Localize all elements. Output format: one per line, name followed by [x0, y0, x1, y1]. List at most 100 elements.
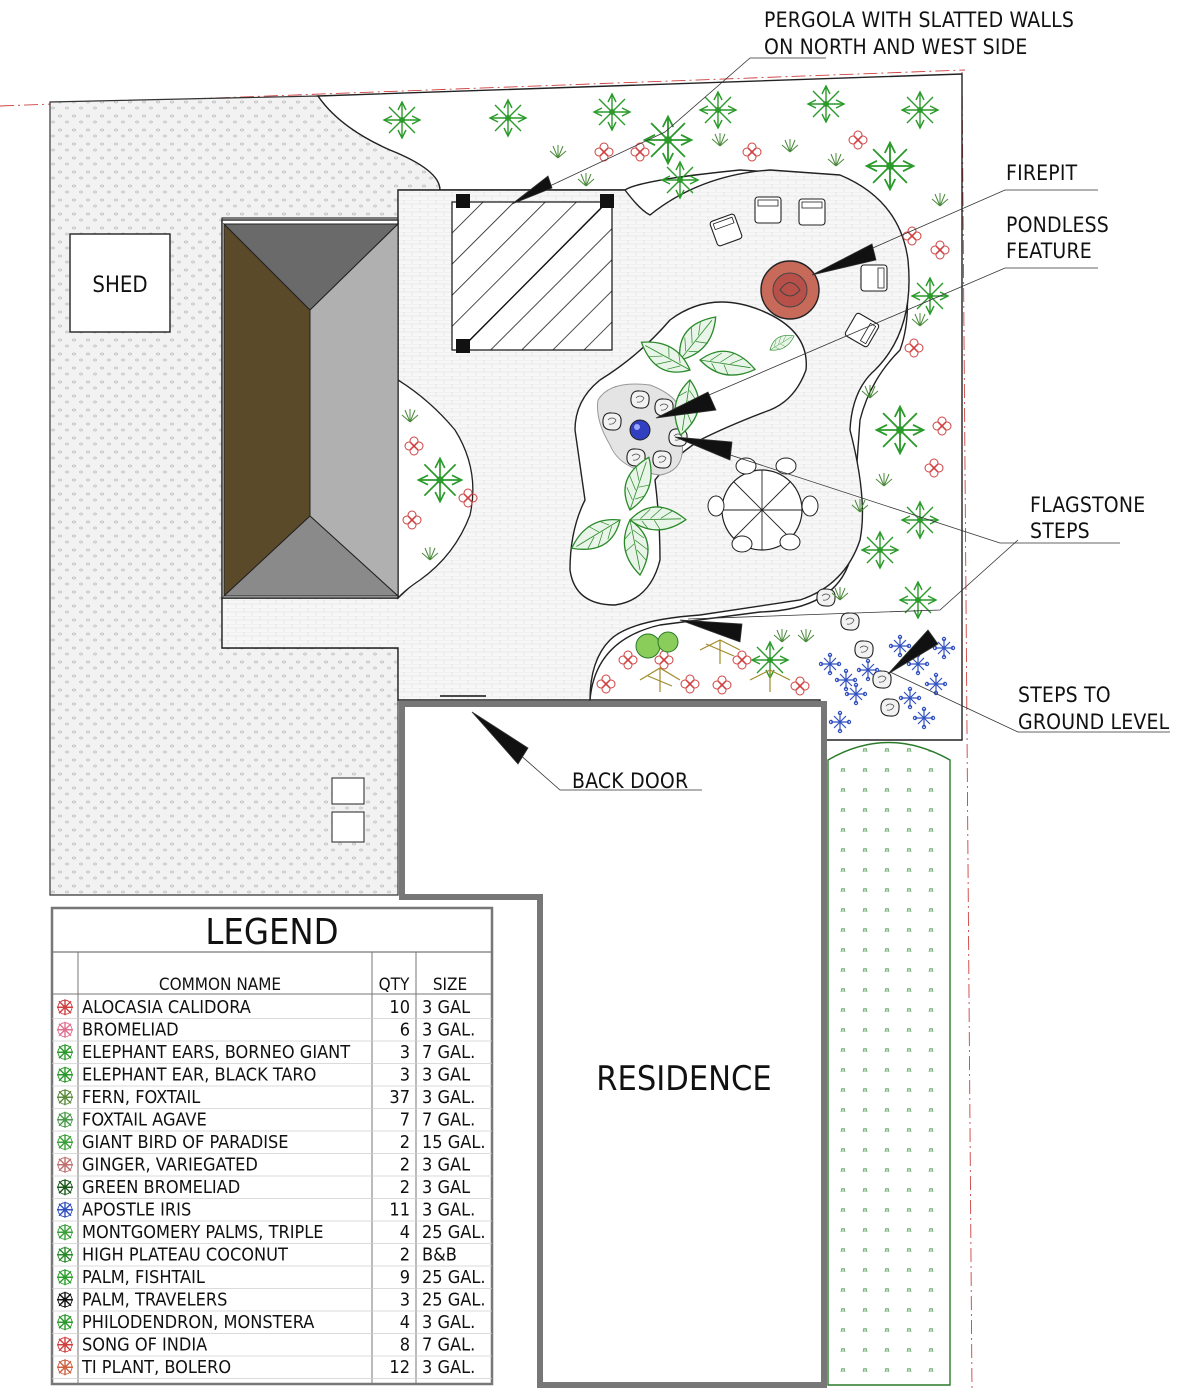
legend-row-size: 3 GAL. — [422, 1312, 475, 1333]
iris-icon — [57, 1201, 73, 1218]
legend-row-name: ELEPHANT EAR, BLACK TARO — [82, 1065, 316, 1086]
legend-header-name: COMMON NAME — [159, 975, 281, 995]
umbrella-table — [707, 457, 819, 553]
legend-row-qty: 2 — [400, 1132, 410, 1153]
legend-row-size: B&B — [422, 1245, 457, 1266]
legend-row-name: GINGER, VARIEGATED — [82, 1155, 258, 1176]
plant-symbols — [383, 85, 956, 734]
legend-header-qty: QTY — [379, 975, 410, 995]
legend-row: ELEPHANT EAR, BLACK TARO 3 3 GAL — [52, 1065, 492, 1087]
west-planting-bed — [397, 378, 474, 600]
legend-row-size: 3 GAL. — [422, 1200, 475, 1221]
pondless-feature — [597, 383, 688, 476]
callout-pointers — [440, 57, 1170, 791]
legend-row-name: GIANT BIRD OF PARADISE — [82, 1132, 289, 1153]
montgomery-palm-icon — [57, 1224, 73, 1241]
callout-steps-line2: GROUND LEVEL — [1018, 710, 1170, 734]
legend-row-qty: 3 — [400, 1065, 410, 1086]
legend-row-size: 25 GAL. — [422, 1222, 486, 1243]
legend-row-size: 3 GAL — [422, 1065, 470, 1086]
legend-row-name: BROMELIAD — [82, 1020, 179, 1041]
legend-row-size: 7 GAL. — [422, 1335, 475, 1356]
legend-row-size: 3 GAL — [422, 1177, 470, 1198]
legend-row-qty: 9 — [400, 1267, 410, 1288]
legend-row-qty: 2 — [400, 1245, 410, 1266]
coconut-icon — [57, 1246, 73, 1263]
residence: RESIDENCE — [399, 701, 827, 1388]
ti-plant-icon — [57, 1359, 73, 1376]
legend-row-qty: 12 — [389, 1357, 410, 1378]
legend-row-qty: 3 — [400, 1042, 410, 1063]
legend-row-name: FERN, FOXTAIL — [82, 1087, 200, 1108]
bromeliad-icon — [57, 1021, 73, 1038]
legend-row-size: 7 GAL. — [422, 1110, 475, 1131]
legend-row-size: 3 GAL. — [422, 1357, 475, 1378]
legend-row: PALM, FISHTAIL 9 25 GAL. — [52, 1267, 492, 1289]
legend-row: ELEPHANT EARS, BORNEO GIANT 3 7 GAL. — [52, 1042, 492, 1064]
legend-row-name: GREEN BROMELIAD — [82, 1177, 240, 1198]
legend-row-qty: 4 — [400, 1222, 410, 1243]
callout-pondless-line1: PONDLESS — [1006, 213, 1109, 237]
fern-icon — [57, 1089, 73, 1106]
legend-row-size: 25 GAL. — [422, 1267, 486, 1288]
legend-row-name: FOXTAIL AGAVE — [82, 1110, 207, 1131]
residence-label: RESIDENCE — [596, 1059, 771, 1099]
agave-icon — [57, 1111, 73, 1128]
callout-firepit: FIREPIT — [1006, 161, 1078, 185]
callout-pergola-line1: PERGOLA WITH SLATTED WALLS — [764, 8, 1074, 32]
legend-row: FERN, FOXTAIL 37 3 GAL. — [52, 1087, 492, 1109]
legend-row-size: 25 GAL. — [422, 1290, 486, 1311]
callout-steps-line1: STEPS TO — [1018, 683, 1111, 707]
black-taro-shrubs — [635, 631, 679, 659]
legend: LEGEND COMMON NAME QTY SIZE ALOCASIA CAL… — [50, 906, 494, 1386]
legend-row-name: PALM, TRAVELERS — [82, 1290, 227, 1311]
bird-of-paradise-icon — [57, 1134, 73, 1151]
legend-row-qty: 37 — [389, 1087, 410, 1108]
elephant-ears-icon — [57, 1044, 73, 1061]
callout-pergola-line2: ON NORTH AND WEST SIDE — [764, 35, 1028, 59]
legend-row-size: 3 GAL. — [422, 1087, 475, 1108]
ginger-icon — [57, 1156, 73, 1173]
legend-row-name: PALM, FISHTAIL — [82, 1267, 205, 1288]
legend-row-qty: 2 — [400, 1177, 410, 1198]
legend-row-qty: 7 — [400, 1110, 410, 1131]
legend-row-size: 3 GAL. — [422, 1020, 475, 1041]
shed: SHED — [69, 233, 171, 333]
legend-row: GINGER, VARIEGATED 2 3 GAL — [52, 1155, 492, 1177]
legend-header-size: SIZE — [433, 975, 467, 995]
legend-row-size: 3 GAL — [422, 1155, 470, 1176]
green-bromeliad-icon — [57, 1179, 73, 1196]
legend-row-size: 7 GAL. — [422, 1042, 475, 1063]
travelers-palm-icon — [57, 1291, 73, 1308]
legend-row-qty: 10 — [389, 997, 410, 1018]
shed-label: SHED — [92, 273, 147, 298]
song-of-india-icon — [57, 1336, 73, 1353]
legend-row-qty: 2 — [400, 1155, 410, 1176]
legend-row: TI PLANT, BOLERO 12 3 GAL. — [52, 1357, 492, 1379]
legend-row: HIGH PLATEAU COCONUT 2 B&B — [52, 1245, 492, 1267]
black-taro-icon — [57, 1066, 73, 1083]
legend-row: GREEN BROMELIAD 2 3 GAL — [52, 1177, 492, 1199]
legend-row-name: ELEPHANT EARS, BORNEO GIANT — [82, 1042, 350, 1063]
monstera-icon — [57, 1314, 73, 1331]
legend-row-name: PHILODENDRON, MONSTERA — [82, 1312, 314, 1333]
callout-back-door: BACK DOOR — [572, 769, 688, 793]
legend-row-name: SONG OF INDIA — [82, 1335, 207, 1356]
legend-row-qty: 11 — [389, 1200, 410, 1221]
legend-title: LEGEND — [205, 912, 338, 953]
main-roof — [221, 219, 400, 599]
alocasia-icon — [57, 999, 73, 1016]
ti-plants — [639, 639, 791, 692]
legend-row: GIANT BIRD OF PARADISE 2 15 GAL. — [52, 1132, 492, 1154]
legend-row-size: 15 GAL. — [422, 1132, 486, 1153]
legend-row-name: TI PLANT, BOLERO — [81, 1357, 231, 1378]
legend-row-name: HIGH PLATEAU COCONUT — [82, 1245, 288, 1266]
